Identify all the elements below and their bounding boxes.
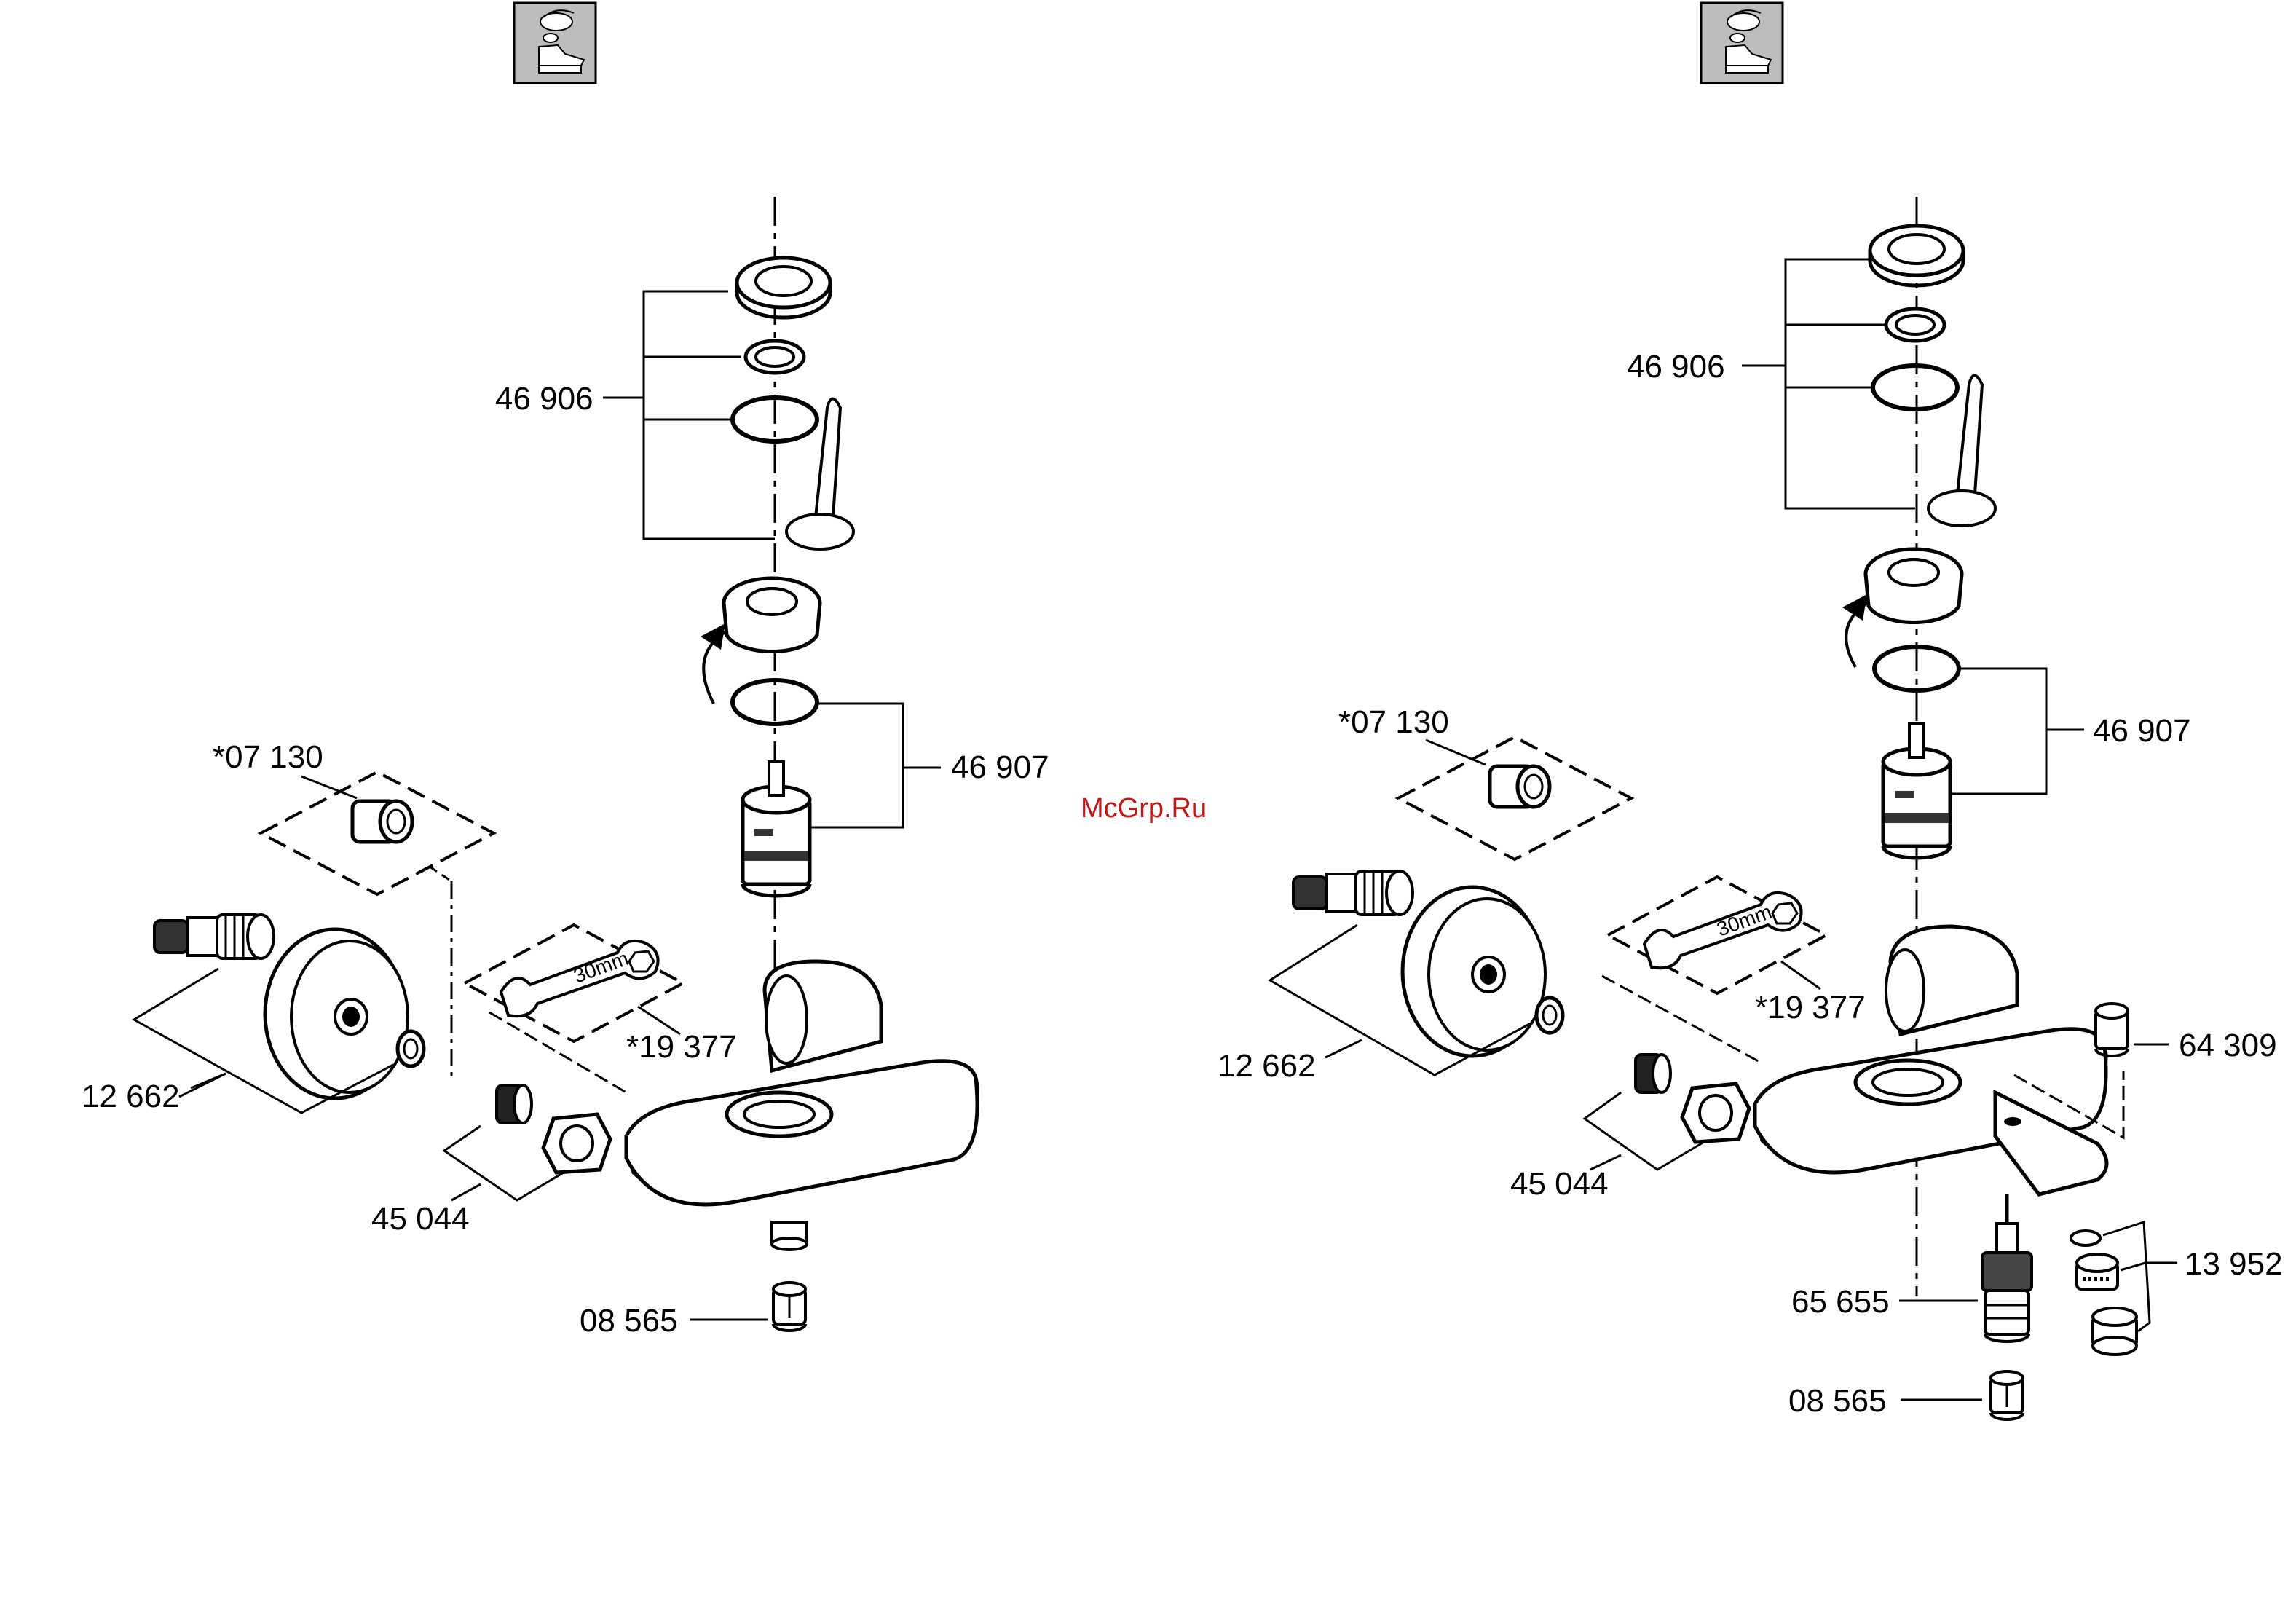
watermark: McGrp.Ru — [1081, 793, 1207, 824]
hex-nut — [1682, 1084, 1749, 1142]
wrench — [1608, 877, 1826, 993]
label-46906-left: 46 906 — [495, 381, 593, 417]
body-outlet — [772, 1222, 807, 1250]
label-12662-right: 12 662 — [1218, 1048, 1316, 1084]
o-ring-upper — [1873, 366, 1957, 409]
washer — [398, 1031, 424, 1066]
wrench — [465, 925, 683, 1041]
label-13952: 13 952 — [2185, 1246, 2283, 1282]
label-07130-right: *07 130 — [1338, 704, 1449, 740]
s-union — [1293, 871, 1413, 915]
cartridge — [743, 762, 810, 896]
lever-handle — [786, 399, 853, 550]
label-19377-right: *19 377 — [1755, 990, 1866, 1025]
label-45044-right: 45 044 — [1510, 1166, 1609, 1202]
faucet-icon — [1701, 3, 1783, 83]
label-46907-right: 46 907 — [2093, 713, 2191, 749]
left-diagram: 46 906 46 907 *07 130 30mm *19 377 12 66… — [82, 3, 1049, 1339]
aerator — [1991, 1371, 2023, 1419]
diverter — [1982, 1194, 2032, 1342]
label-12662-left: 12 662 — [82, 1079, 180, 1114]
escutcheon — [265, 929, 408, 1098]
aerator-insert — [2077, 1254, 2118, 1289]
label-45044-left: 45 044 — [371, 1201, 470, 1237]
adapter-box — [1398, 737, 1631, 859]
aerator — [773, 1283, 805, 1331]
washer — [1536, 998, 1563, 1033]
nipple — [1636, 1055, 1670, 1092]
aerator-washer — [2071, 1231, 2100, 1245]
cartridge — [1883, 724, 1950, 858]
cap-nut — [1866, 549, 1962, 623]
aerator-housing — [2093, 1308, 2137, 1355]
button-cap — [2096, 1004, 2128, 1056]
label-65655: 65 655 — [1791, 1284, 1890, 1320]
label-08565-left: 08 565 — [580, 1303, 678, 1339]
label-08565-right: 08 565 — [1788, 1383, 1887, 1419]
hex-nut — [543, 1114, 610, 1173]
label-07130-left: *07 130 — [213, 739, 323, 775]
label-46906-right: 46 906 — [1627, 349, 1725, 385]
nipple — [497, 1085, 532, 1123]
ring-small — [746, 341, 804, 373]
escutcheon — [1403, 887, 1545, 1056]
cap-nut — [724, 578, 820, 652]
body-hub-right — [1886, 926, 2017, 1034]
ring-top — [1870, 226, 1963, 285]
label-46907-left: 46 907 — [951, 749, 1049, 785]
label-64309: 64 309 — [2179, 1028, 2277, 1063]
ring-small — [1886, 309, 1944, 341]
faucet-icon — [514, 3, 596, 83]
mixer-body — [626, 1061, 977, 1205]
s-union — [154, 915, 274, 958]
adapter-box — [261, 772, 494, 894]
ring-top — [737, 258, 830, 318]
lever-handle — [1928, 376, 1995, 527]
right-diagram: 46 906 46 907 *07 130 30mm *19 377 12 66… — [1218, 3, 2283, 1419]
body-hub-left — [765, 961, 881, 1071]
label-19377-left: *19 377 — [626, 1029, 737, 1065]
